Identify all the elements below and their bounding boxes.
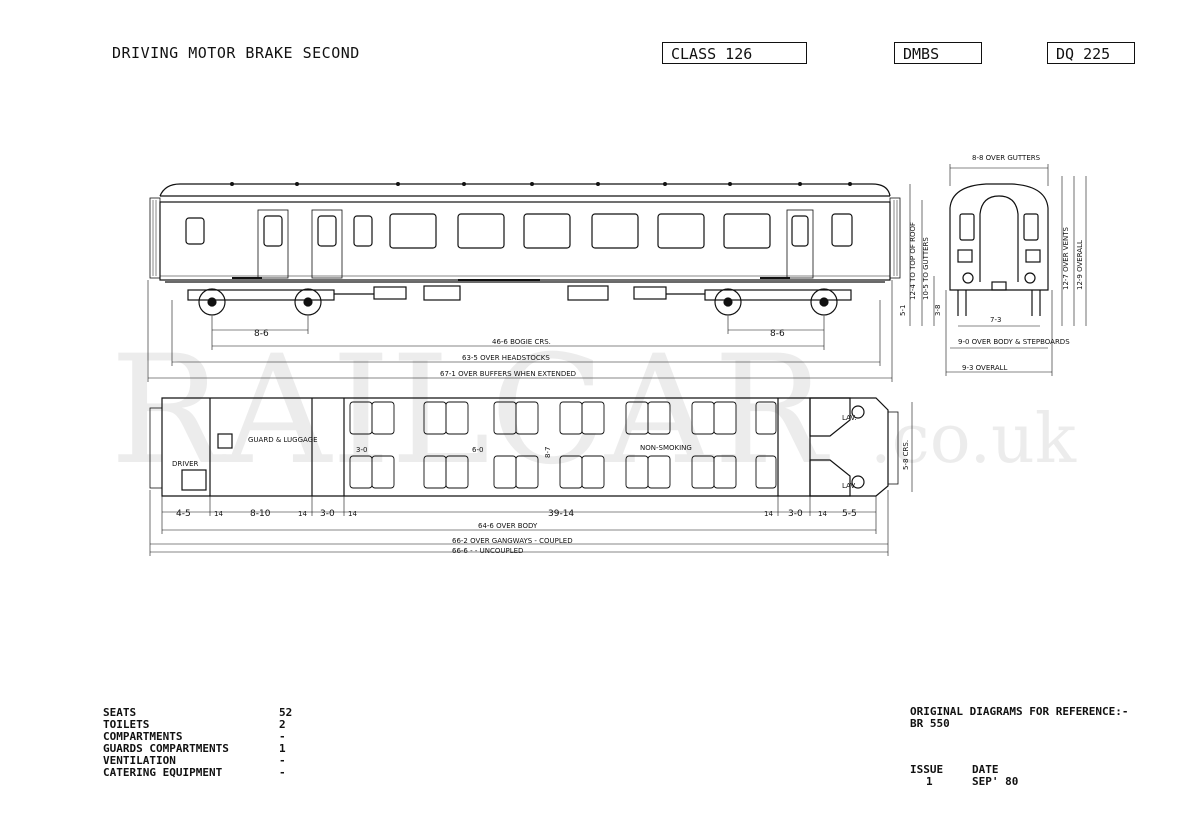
reference-heading: ORIGINAL DIAGRAMS FOR REFERENCE:- (910, 705, 1129, 718)
page-title: DRIVING MOTOR BRAKE SECOND (112, 44, 360, 62)
stats-label: SEATS (103, 706, 137, 719)
reference-block: ORIGINAL DIAGRAMS FOR REFERENCE:- BR 550 (910, 706, 1129, 730)
stats-row: COMPARTMENTS - (103, 731, 292, 743)
reference-value: BR 550 (910, 717, 950, 730)
dim-top-of-roof: 12-4 TO TOP OF ROOF (909, 222, 917, 300)
stats-value: 1 (279, 742, 286, 755)
date-value: SEP' 80 (972, 775, 1019, 788)
stats-value: 2 (279, 718, 286, 731)
stats-value: - (279, 766, 286, 779)
date-label: DATE (972, 763, 999, 776)
dim-to-gutters: 10-5 TO GUTTERS (922, 237, 930, 300)
issue-label: ISSUE (910, 763, 944, 776)
watermark-suffix: .co.uk (870, 400, 1077, 479)
dim-d7: 39-14 (548, 509, 574, 519)
stats-row: SEATS 52 (103, 707, 292, 719)
dim-d9: 3-0 (788, 509, 803, 519)
dim-buffers: 67-1 OVER BUFFERS WHEN EXTENDED (440, 370, 576, 378)
dim-over-body-end: 9-0 OVER BODY & STEPBOARDS (958, 338, 1070, 346)
side-view (149, 182, 901, 316)
stats-row: GUARDS COMPARTMENTS 1 (103, 743, 292, 755)
end-view (949, 183, 1049, 316)
stats-label: VENTILATION (103, 754, 176, 767)
dim-d2: 14 (214, 510, 223, 518)
plan-view-dimensions (149, 402, 913, 556)
dim-h2: 5-1 (899, 305, 907, 316)
stats-value: - (279, 730, 286, 743)
dim-d11: 5-5 (842, 509, 857, 519)
stats-value: - (279, 754, 286, 767)
issue-value: 1 (926, 775, 933, 788)
dim-end-width: 5-8 CRS. (902, 440, 910, 470)
stats-value: 52 (279, 706, 293, 719)
dim-gangways-uncoupled: 66-6 - - UNCOUPLED (452, 547, 523, 555)
stats-label: GUARDS COMPARTMENTS (103, 742, 229, 755)
dim-seat-pitch-left: 3-0 (356, 446, 367, 454)
diagram-box: DQ 225 (1047, 42, 1135, 64)
stats-label: CATERING EQUIPMENT (103, 766, 223, 779)
dim-d6: 14 (348, 510, 357, 518)
dim-headstocks: 63-5 OVER HEADSTOCKS (462, 354, 550, 362)
stats-table: SEATS 52 TOILETS 2 COMPARTMENTS - GUARDS… (103, 707, 292, 779)
dim-over-vents: 12-7 OVER VENTS (1062, 226, 1070, 290)
stats-row: TOILETS 2 (103, 719, 292, 731)
class-box: CLASS 126 (662, 42, 807, 64)
dim-d5: 3-0 (320, 509, 335, 519)
dim-gangways-coupled: 66-2 OVER GANGWAYS - COUPLED (452, 537, 573, 545)
stats-label: TOILETS (103, 718, 150, 731)
dim-plan-over-body: 64-6 OVER BODY (478, 522, 538, 530)
dim-aisle: 8-7 (544, 447, 552, 458)
dim-seat-pitch-mid: 6-0 (472, 446, 483, 454)
watermark-text: RAILCAR (110, 324, 830, 498)
side-view-dimensions (147, 280, 893, 382)
label-non-smoking: NON-SMOKING (640, 444, 692, 452)
stats-row: CATERING EQUIPMENT - (103, 767, 292, 779)
dim-d1: 4-5 (176, 509, 191, 519)
dim-overall-width: 9-3 OVERALL (962, 364, 1008, 372)
stats-label: COMPARTMENTS (103, 730, 183, 743)
label-guard: GUARD & LUGGAGE (248, 436, 318, 444)
dim-d3: 8-10 (250, 509, 271, 519)
dim-width-inner: 7-3 (990, 316, 1001, 324)
dim-bogie-right: 8-6 (770, 329, 785, 339)
dim-bogie-crs: 46-6 BOGIE CRS. (492, 338, 551, 346)
dim-gutters: 8-8 OVER GUTTERS (972, 154, 1041, 162)
dim-d8: 14 (764, 510, 773, 518)
label-lav-top: LAV. (842, 414, 857, 422)
label-lav-bottom: LAV. (842, 482, 857, 490)
dim-h1: 3-8 (934, 305, 942, 316)
dim-d10: 14 (818, 510, 827, 518)
stats-row: VENTILATION - (103, 755, 292, 767)
dim-bogie-left: 8-6 (254, 329, 269, 339)
issue-block: ISSUE DATE 1 SEP' 80 (910, 764, 1018, 788)
dim-overall-height: 12-9 OVERALL (1076, 240, 1084, 290)
dim-d4: 14 (298, 510, 307, 518)
type-box: DMBS (894, 42, 982, 64)
label-driver: DRIVER (172, 460, 199, 468)
end-view-dimensions (909, 164, 1087, 376)
